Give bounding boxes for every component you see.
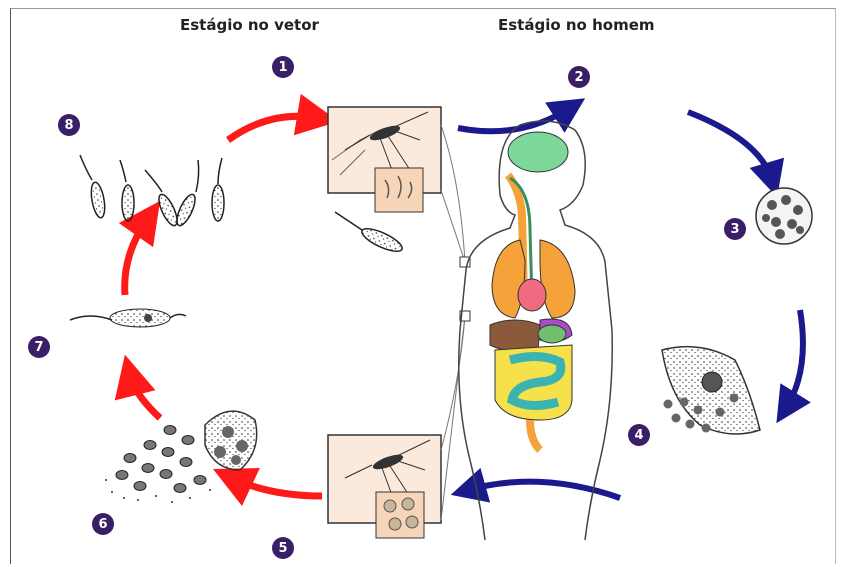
- arrow-4-to-5: [468, 482, 620, 498]
- arrow-2-to-3: [688, 112, 772, 180]
- ruptured-macrophage: [662, 347, 760, 434]
- amastigotes-cluster: [105, 411, 257, 503]
- step-badge-5: 5: [272, 537, 294, 559]
- infected-macrophage: [756, 188, 812, 244]
- liver: [490, 320, 540, 352]
- brain: [508, 132, 568, 172]
- human-body: [459, 121, 613, 540]
- promastigote-dividing: [70, 309, 186, 327]
- step-badge-4: 4: [628, 424, 650, 446]
- arrow-7-to-8: [125, 218, 148, 295]
- sandfly-inset-top: [328, 107, 441, 212]
- step-badge-2: 2: [568, 66, 590, 88]
- promastigote-free: [335, 212, 405, 256]
- step-badge-8: 8: [58, 114, 80, 136]
- arrow-5-to-6: [232, 478, 322, 496]
- arrow-8-to-1: [228, 116, 318, 140]
- step-badge-6: 6: [92, 513, 114, 535]
- step-badge-1: 1: [272, 56, 294, 78]
- arrow-3-to-4: [786, 310, 803, 408]
- step-badge-7: 7: [28, 336, 50, 358]
- step-badge-3: 3: [724, 218, 746, 240]
- heart: [518, 279, 546, 311]
- sandfly-inset-bottom: [328, 435, 441, 538]
- promastigotes-group: [80, 155, 224, 228]
- arrow-6-to-7: [130, 375, 160, 418]
- arrow-1-to-2: [458, 108, 570, 131]
